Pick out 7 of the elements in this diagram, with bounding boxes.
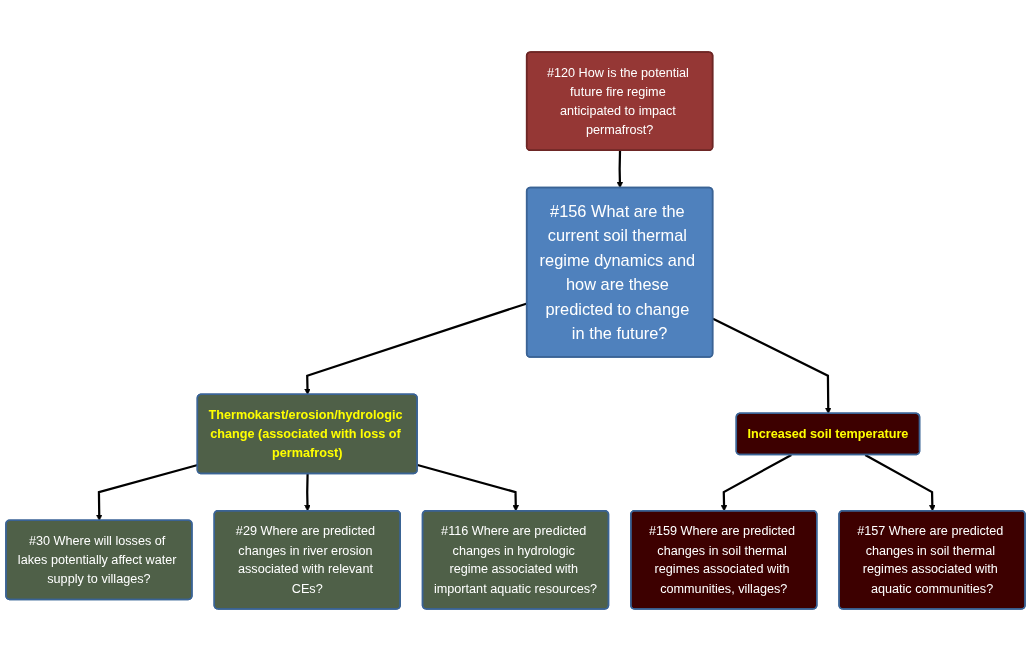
arrow — [712, 317, 832, 414]
arrow — [304, 473, 311, 512]
arrow — [616, 150, 624, 189]
arrow — [720, 453, 792, 512]
arrow — [417, 463, 520, 512]
arrow — [95, 463, 198, 521]
arrow — [864, 453, 936, 512]
